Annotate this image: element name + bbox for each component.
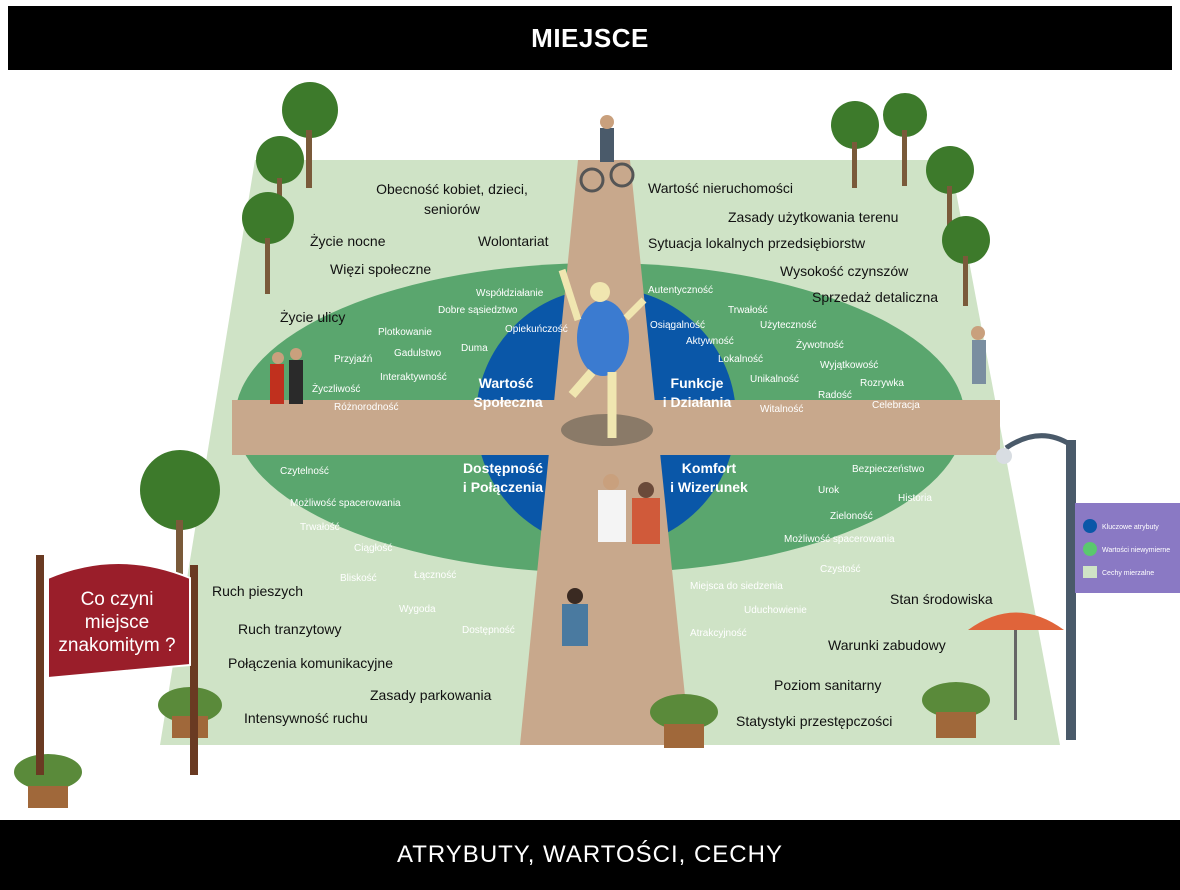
core-br-line-2: i Wizerunek: [670, 479, 748, 495]
lamp-post: [996, 433, 1076, 740]
legend-item-measurable: Cechy mierzalne: [1102, 570, 1154, 577]
legend-swatch-measurable: [1083, 566, 1097, 578]
br-intangible-7: Miejsca do siedzenia: [690, 581, 783, 592]
tr-intangible-7: Lokalność: [718, 354, 763, 365]
bl-intangible-4: Ciągłość: [354, 543, 392, 554]
tl-intangible-4: Plotkowanie: [378, 327, 432, 338]
tr-intangible-12: Witalność: [760, 404, 803, 415]
tl-intangible-8: Interaktywność: [380, 372, 447, 383]
tr-intangible-3: Osiągalność: [650, 320, 705, 331]
tl-measurable-1: Obecność kobiet, dzieci,: [376, 181, 528, 197]
tl-intangible-9: Życzliwość: [312, 382, 360, 395]
tree-icons: [140, 82, 990, 590]
tr-intangible-8: Wyjątkowość: [820, 360, 878, 371]
tr-measurable-1: Wartość nieruchomości: [648, 180, 793, 196]
bl-measurable-1: Ruch pieszych: [212, 583, 303, 599]
tr-measurable-3: Sytuacja lokalnych przedsiębiorstw: [648, 235, 866, 251]
tr-intangible-11: Radość: [818, 390, 852, 401]
core-tr-line-2: i Działania: [663, 394, 732, 410]
footer-title: ATRYBUTY, WARTOŚCI, CECHY: [397, 841, 783, 868]
bl-intangible-6: Łączność: [414, 570, 456, 581]
tl-measurable-2: seniorów: [424, 201, 481, 217]
legend-item-intangible: Wartości niewymierne: [1102, 547, 1170, 554]
br-intangible-5: Możliwość spacerowania: [784, 534, 895, 545]
bl-intangible-7: Wygoda: [399, 604, 436, 615]
core-bl-line-2: i Połączenia: [463, 479, 543, 495]
legend-item-key: Kluczowe atrybuty: [1102, 524, 1159, 531]
core-tl-line-2: Społeczna: [473, 394, 542, 410]
tr-intangible-5: Aktywność: [686, 336, 734, 347]
tr-intangible-4: Użyteczność: [760, 320, 817, 331]
sign-line-1: Co czyni: [81, 589, 154, 610]
place-diagram: Kluczowe atrybuty Wartości niewymierne C…: [14, 82, 1180, 808]
tl-intangible-7: Przyjaźń: [334, 354, 372, 365]
header-title: MIEJSCE: [531, 22, 649, 53]
br-intangible-9: Atrakcyjność: [690, 628, 747, 639]
tr-measurable-2: Zasady użytkowania terenu: [728, 209, 898, 225]
cyclist-figure: [579, 115, 635, 193]
legend-panel: Kluczowe atrybuty Wartości niewymierne C…: [1075, 503, 1180, 593]
tl-intangible-10: Różnorodność: [334, 402, 398, 413]
sign-line-2: miejsce: [85, 612, 149, 633]
br-measurable-4: Statystyki przestępczości: [736, 713, 892, 729]
tl-measurable-5: Więzi społeczne: [330, 261, 431, 277]
br-measurable-3: Poziom sanitarny: [774, 677, 881, 693]
footer-bar: ATRYBUTY, WARTOŚCI, CECHY: [0, 820, 1180, 890]
legend-swatch-intangible: [1083, 542, 1097, 556]
tl-intangible-1: Współdziałanie: [476, 288, 544, 299]
tl-intangible-5: Gadulstwo: [394, 348, 442, 359]
tl-intangible-3: Opiekuńczość: [505, 324, 568, 335]
bl-intangible-2: Możliwość spacerowania: [290, 498, 401, 509]
br-intangible-1: Bezpieczeństwo: [852, 464, 925, 475]
tr-intangible-1: Autentyczność: [648, 285, 713, 296]
tr-intangible-6: Żywotność: [796, 338, 844, 351]
tr-intangible-13: Celebracja: [872, 400, 920, 411]
header-bar: MIEJSCE: [8, 6, 1172, 70]
br-intangible-4: Zieloność: [830, 511, 873, 522]
br-intangible-3: Historia: [898, 493, 932, 504]
br-measurable-1: Stan środowiska: [890, 591, 993, 607]
tr-intangible-2: Trwałość: [728, 305, 768, 316]
core-br-line-1: Komfort: [682, 460, 737, 476]
tl-measurable-6: Życie ulicy: [280, 308, 345, 325]
tl-measurable-3: Wolontariat: [478, 233, 549, 249]
tl-measurable-4: Życie nocne: [310, 232, 386, 249]
br-intangible-8: Uduchowienie: [744, 605, 807, 616]
br-intangible-2: Urok: [818, 485, 840, 496]
people-figures: [270, 326, 986, 646]
bl-measurable-5: Intensywność ruchu: [244, 710, 368, 726]
bl-intangible-8: Dostępność: [462, 625, 515, 636]
br-intangible-6: Czystość: [820, 564, 861, 575]
tr-measurable-4: Wysokość czynszów: [780, 263, 909, 279]
sign-line-3: znakomitym ?: [58, 635, 175, 656]
bl-intangible-1: Czytelność: [280, 466, 329, 477]
tl-intangible-6: Duma: [461, 343, 488, 354]
bl-measurable-3: Połączenia komunikacyjne: [228, 655, 393, 671]
core-tl-line-1: Wartość: [479, 375, 534, 391]
core-tr-line-1: Funkcje: [671, 375, 724, 391]
bl-measurable-4: Zasady parkowania: [370, 687, 492, 703]
question-sign: Co czyni miejsce znakomitym ?: [36, 555, 198, 775]
bl-intangible-3: Trwałość: [300, 522, 340, 533]
tr-intangible-9: Unikalność: [750, 374, 799, 385]
tr-measurable-5: Sprzedaż detaliczna: [812, 289, 938, 305]
statue-base: [561, 414, 653, 446]
statue-figure: [558, 268, 647, 438]
bl-intangible-5: Bliskość: [340, 573, 377, 584]
core-bl-line-1: Dostępność: [463, 460, 543, 476]
legend-swatch-key: [1083, 519, 1097, 533]
bl-measurable-2: Ruch tranzytowy: [238, 621, 341, 637]
tl-intangible-2: Dobre sąsiedztwo: [438, 305, 518, 316]
br-measurable-2: Warunki zabudowy: [828, 637, 946, 653]
tr-intangible-10: Rozrywka: [860, 378, 904, 389]
umbrella-icon: [968, 612, 1064, 720]
